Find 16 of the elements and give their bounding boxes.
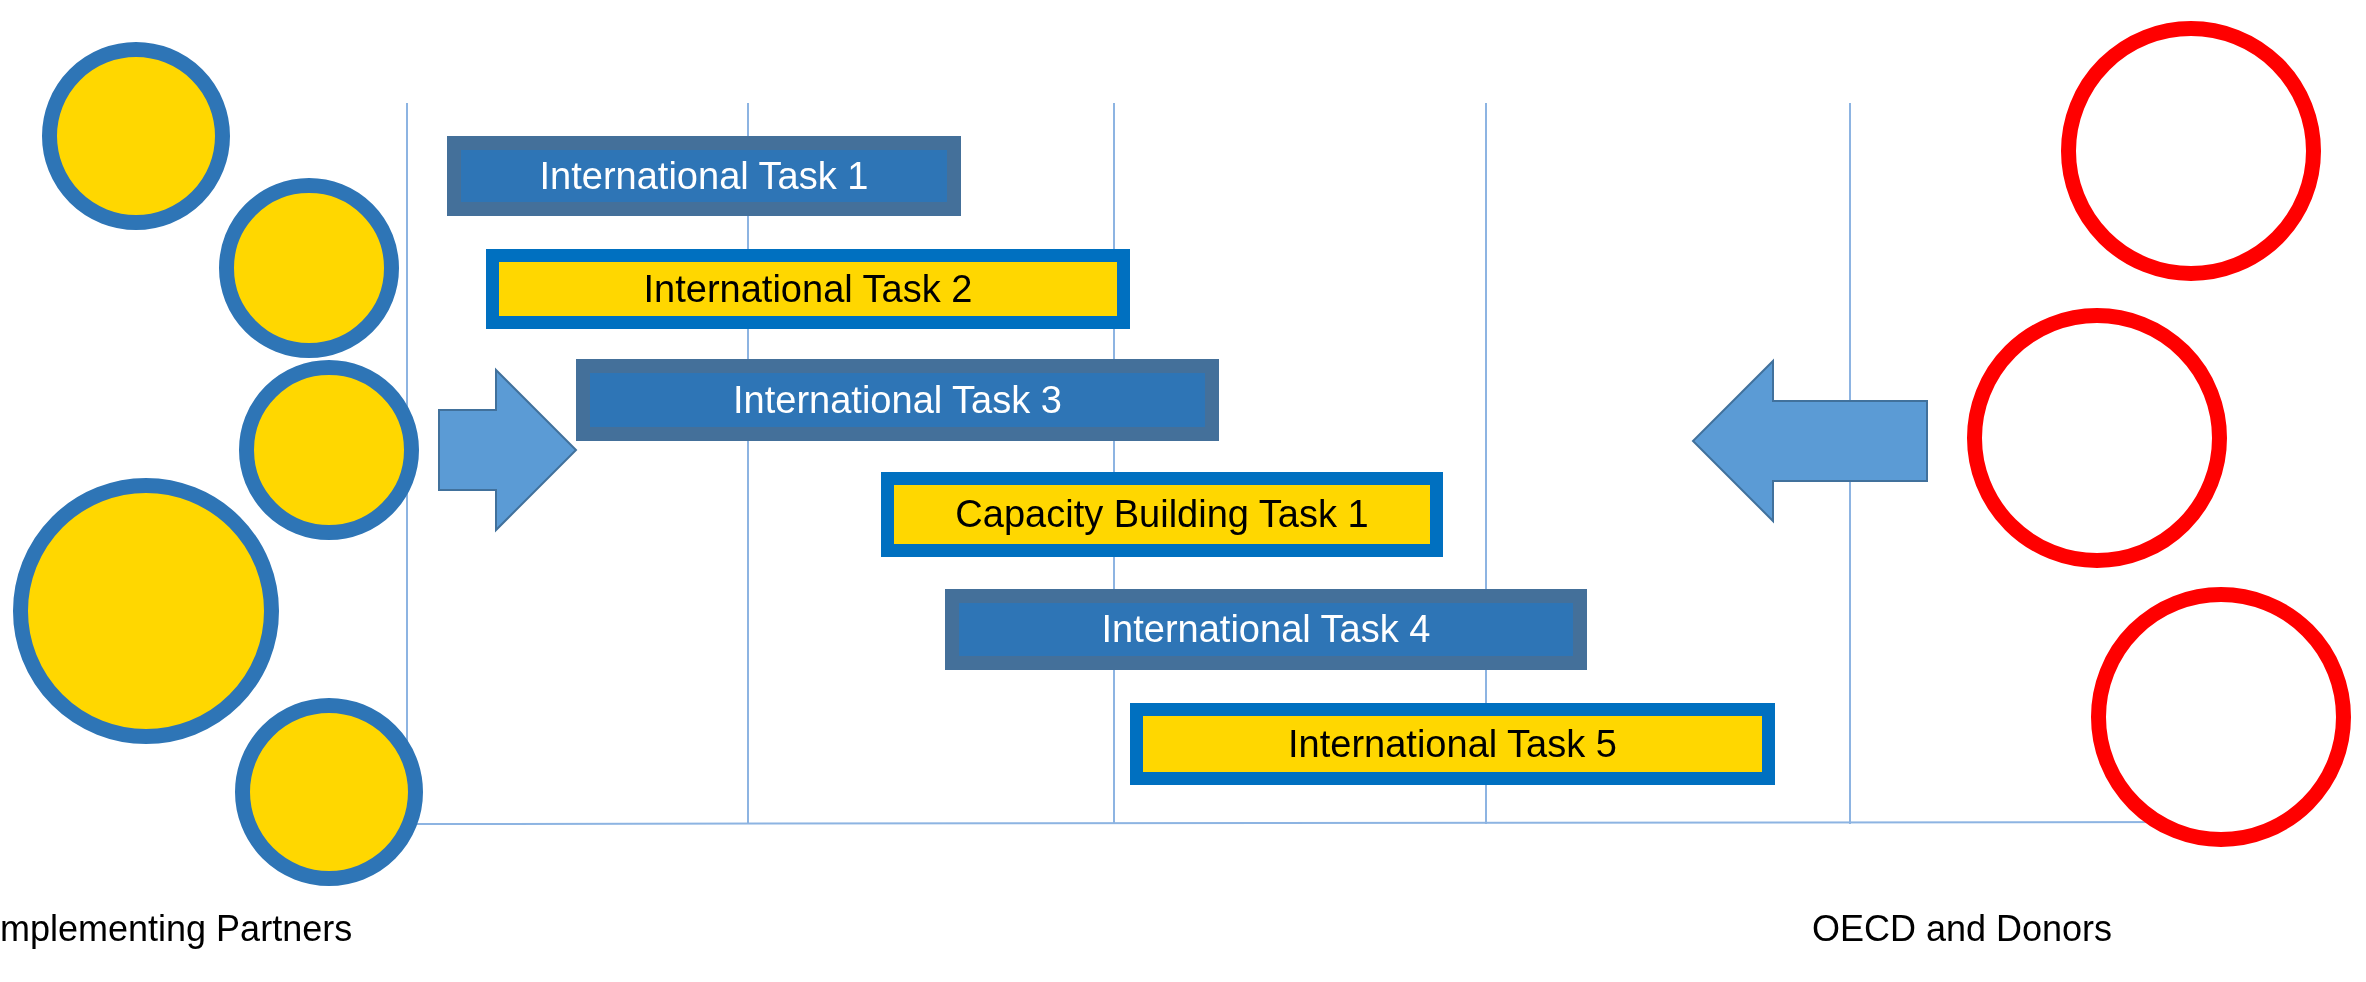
task-bar (1130, 703, 1775, 785)
group-label: mplementing Partners (0, 908, 353, 950)
task-label: Capacity Building Task 1 (955, 493, 1369, 536)
group-label: OECD and Donors (1811, 908, 2113, 950)
task-label: International Task 3 (733, 378, 1062, 422)
task-bar (881, 472, 1443, 557)
block-arrow (1691, 358, 1928, 524)
task-label: International Task 5 (1288, 722, 1617, 766)
task-label: International Task 4 (1101, 608, 1431, 651)
task-label: International Task 1 (539, 154, 869, 198)
block-arrow (438, 367, 578, 533)
task-label: International Task 2 (643, 267, 973, 311)
task-bar (945, 589, 1587, 670)
task-bar (447, 136, 961, 216)
task-bar (576, 359, 1219, 441)
task-bar (486, 249, 1130, 329)
